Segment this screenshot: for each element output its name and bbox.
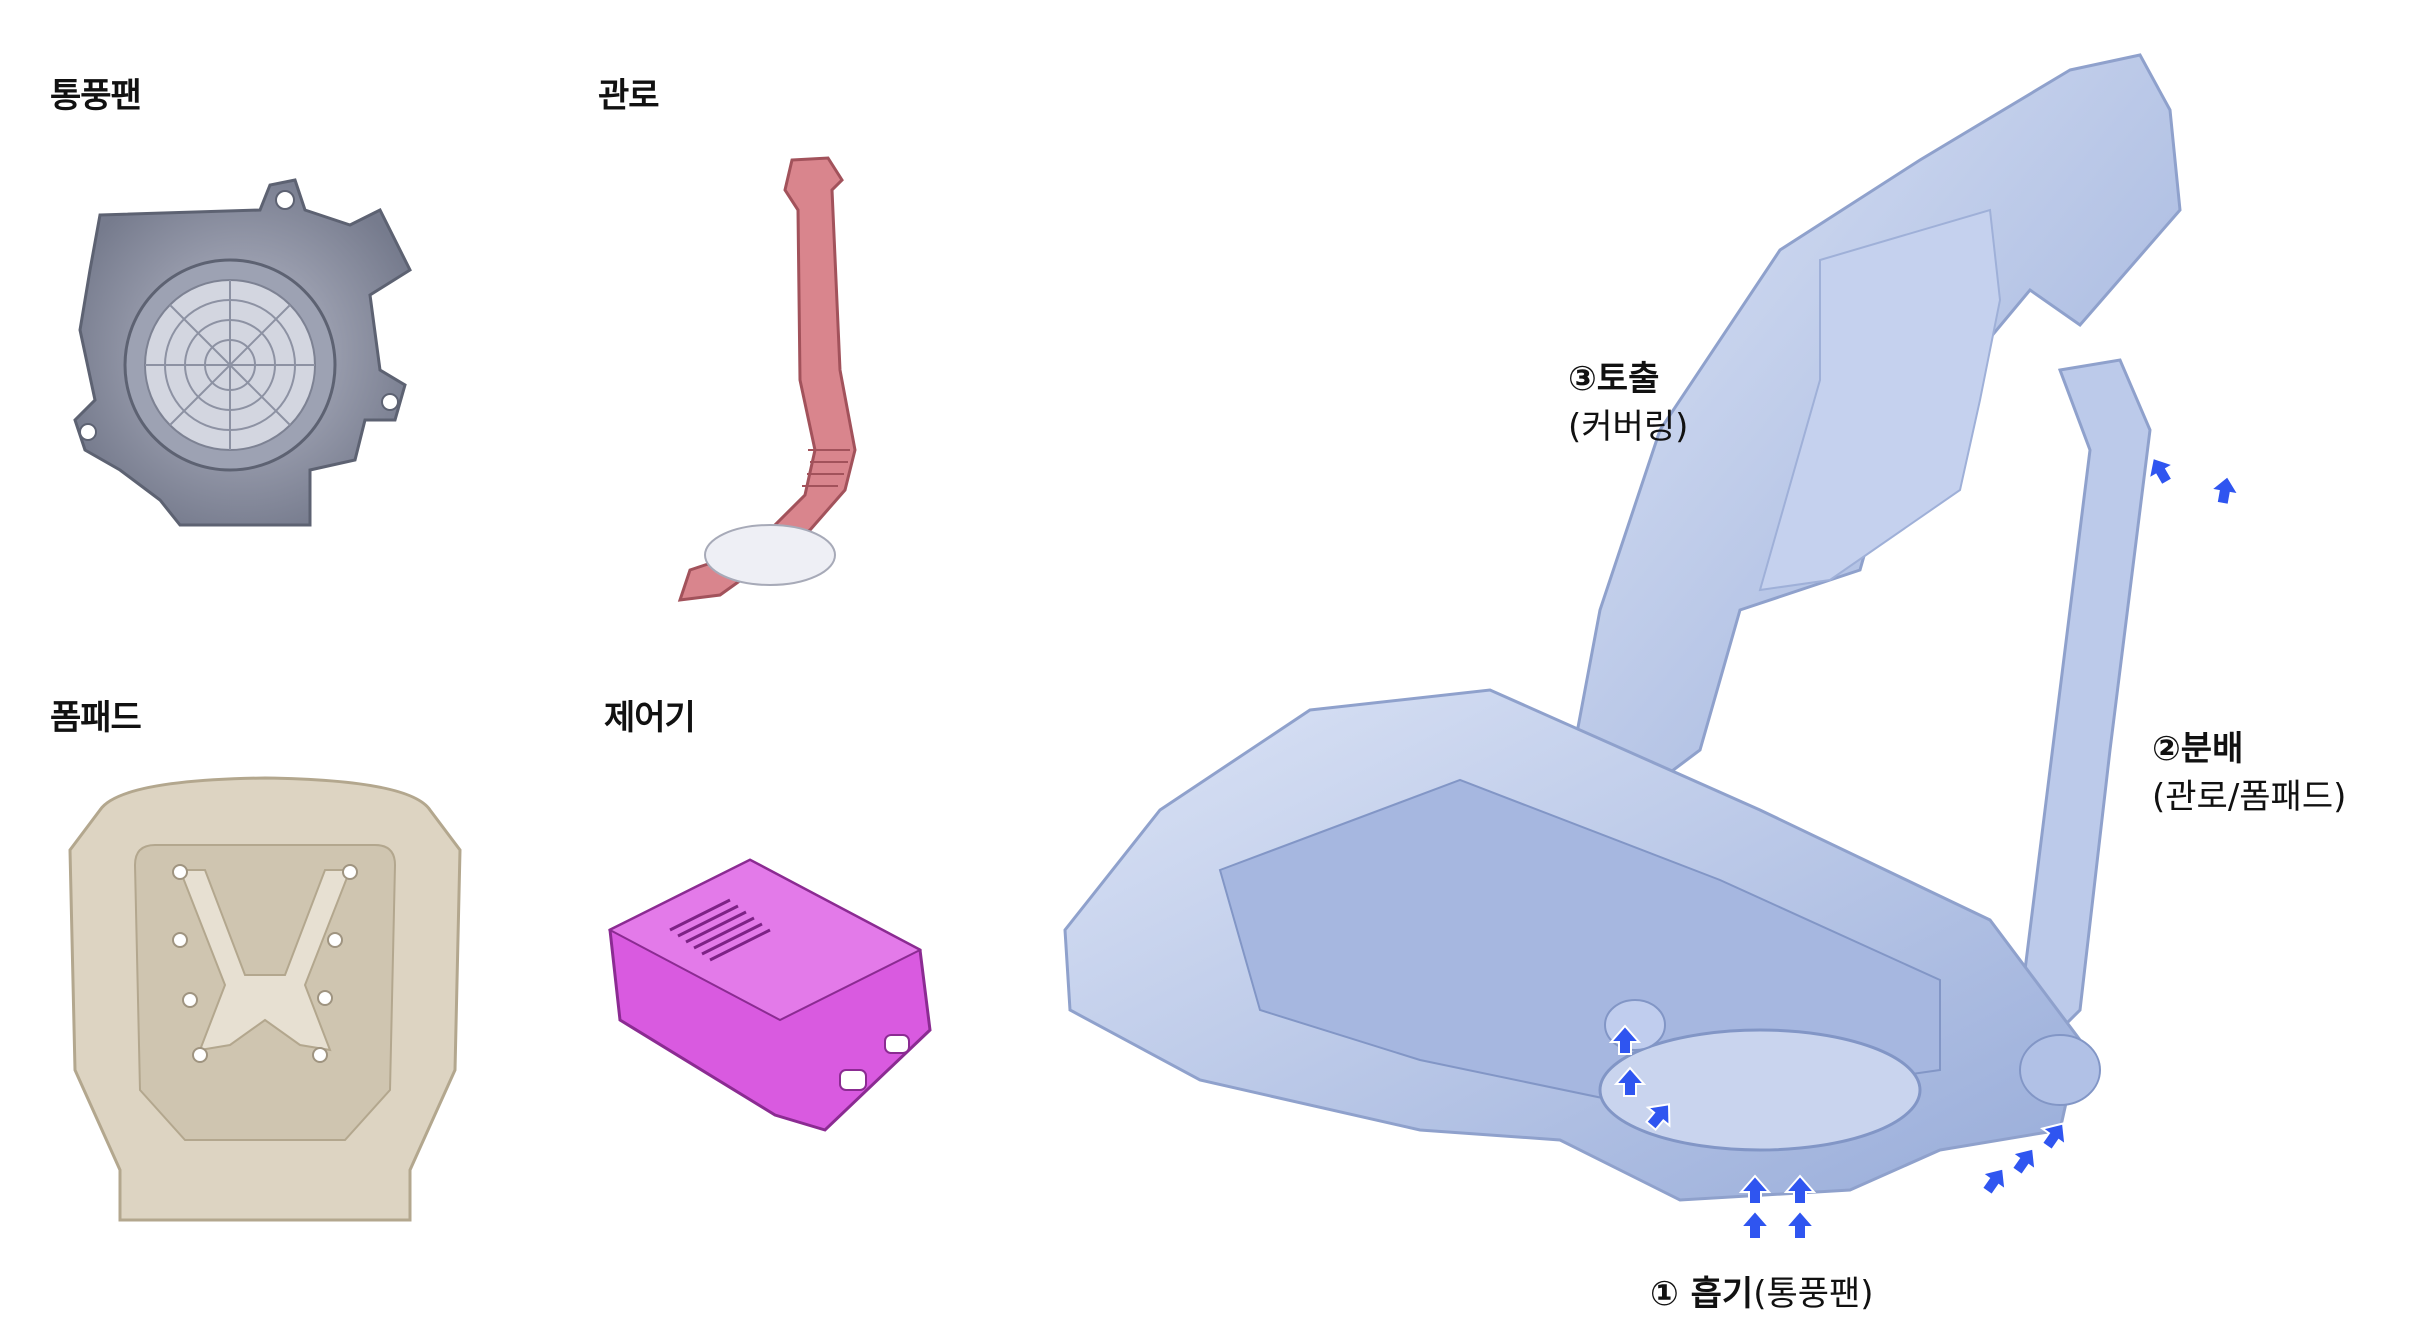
foam-pad-illustration xyxy=(68,776,462,1222)
callout-discharge: ③토출 (커버링) xyxy=(1568,355,1688,451)
label-blower-fan: 통풍팬 xyxy=(50,76,142,116)
label-controller: 제어기 xyxy=(604,698,696,738)
controller-illustration xyxy=(607,858,932,1132)
callout-intake-title: ① 흡기 xyxy=(1650,1274,1754,1314)
seat-illustration xyxy=(1063,53,2182,1202)
callout-discharge-sub: (커버링) xyxy=(1568,407,1689,447)
airflow-arrow-icon xyxy=(1610,449,2243,1240)
duct-illustration xyxy=(677,156,857,602)
label-duct: 관로 xyxy=(598,76,660,116)
label-foam-pad: 폼패드 xyxy=(50,698,142,738)
callout-discharge-title: ③토출 xyxy=(1568,359,1660,399)
callout-intake: ① 흡기(통풍팬) xyxy=(1650,1270,1874,1318)
callout-distribute-sub: (관로/폼패드) xyxy=(2152,777,2347,817)
callout-intake-sub: (통풍팬) xyxy=(1753,1274,1874,1314)
callout-distribute-title: ②분배 xyxy=(2152,729,2244,769)
callout-distribute: ②분배 (관로/폼패드) xyxy=(2152,725,2346,821)
blower-fan-illustration xyxy=(73,178,412,527)
